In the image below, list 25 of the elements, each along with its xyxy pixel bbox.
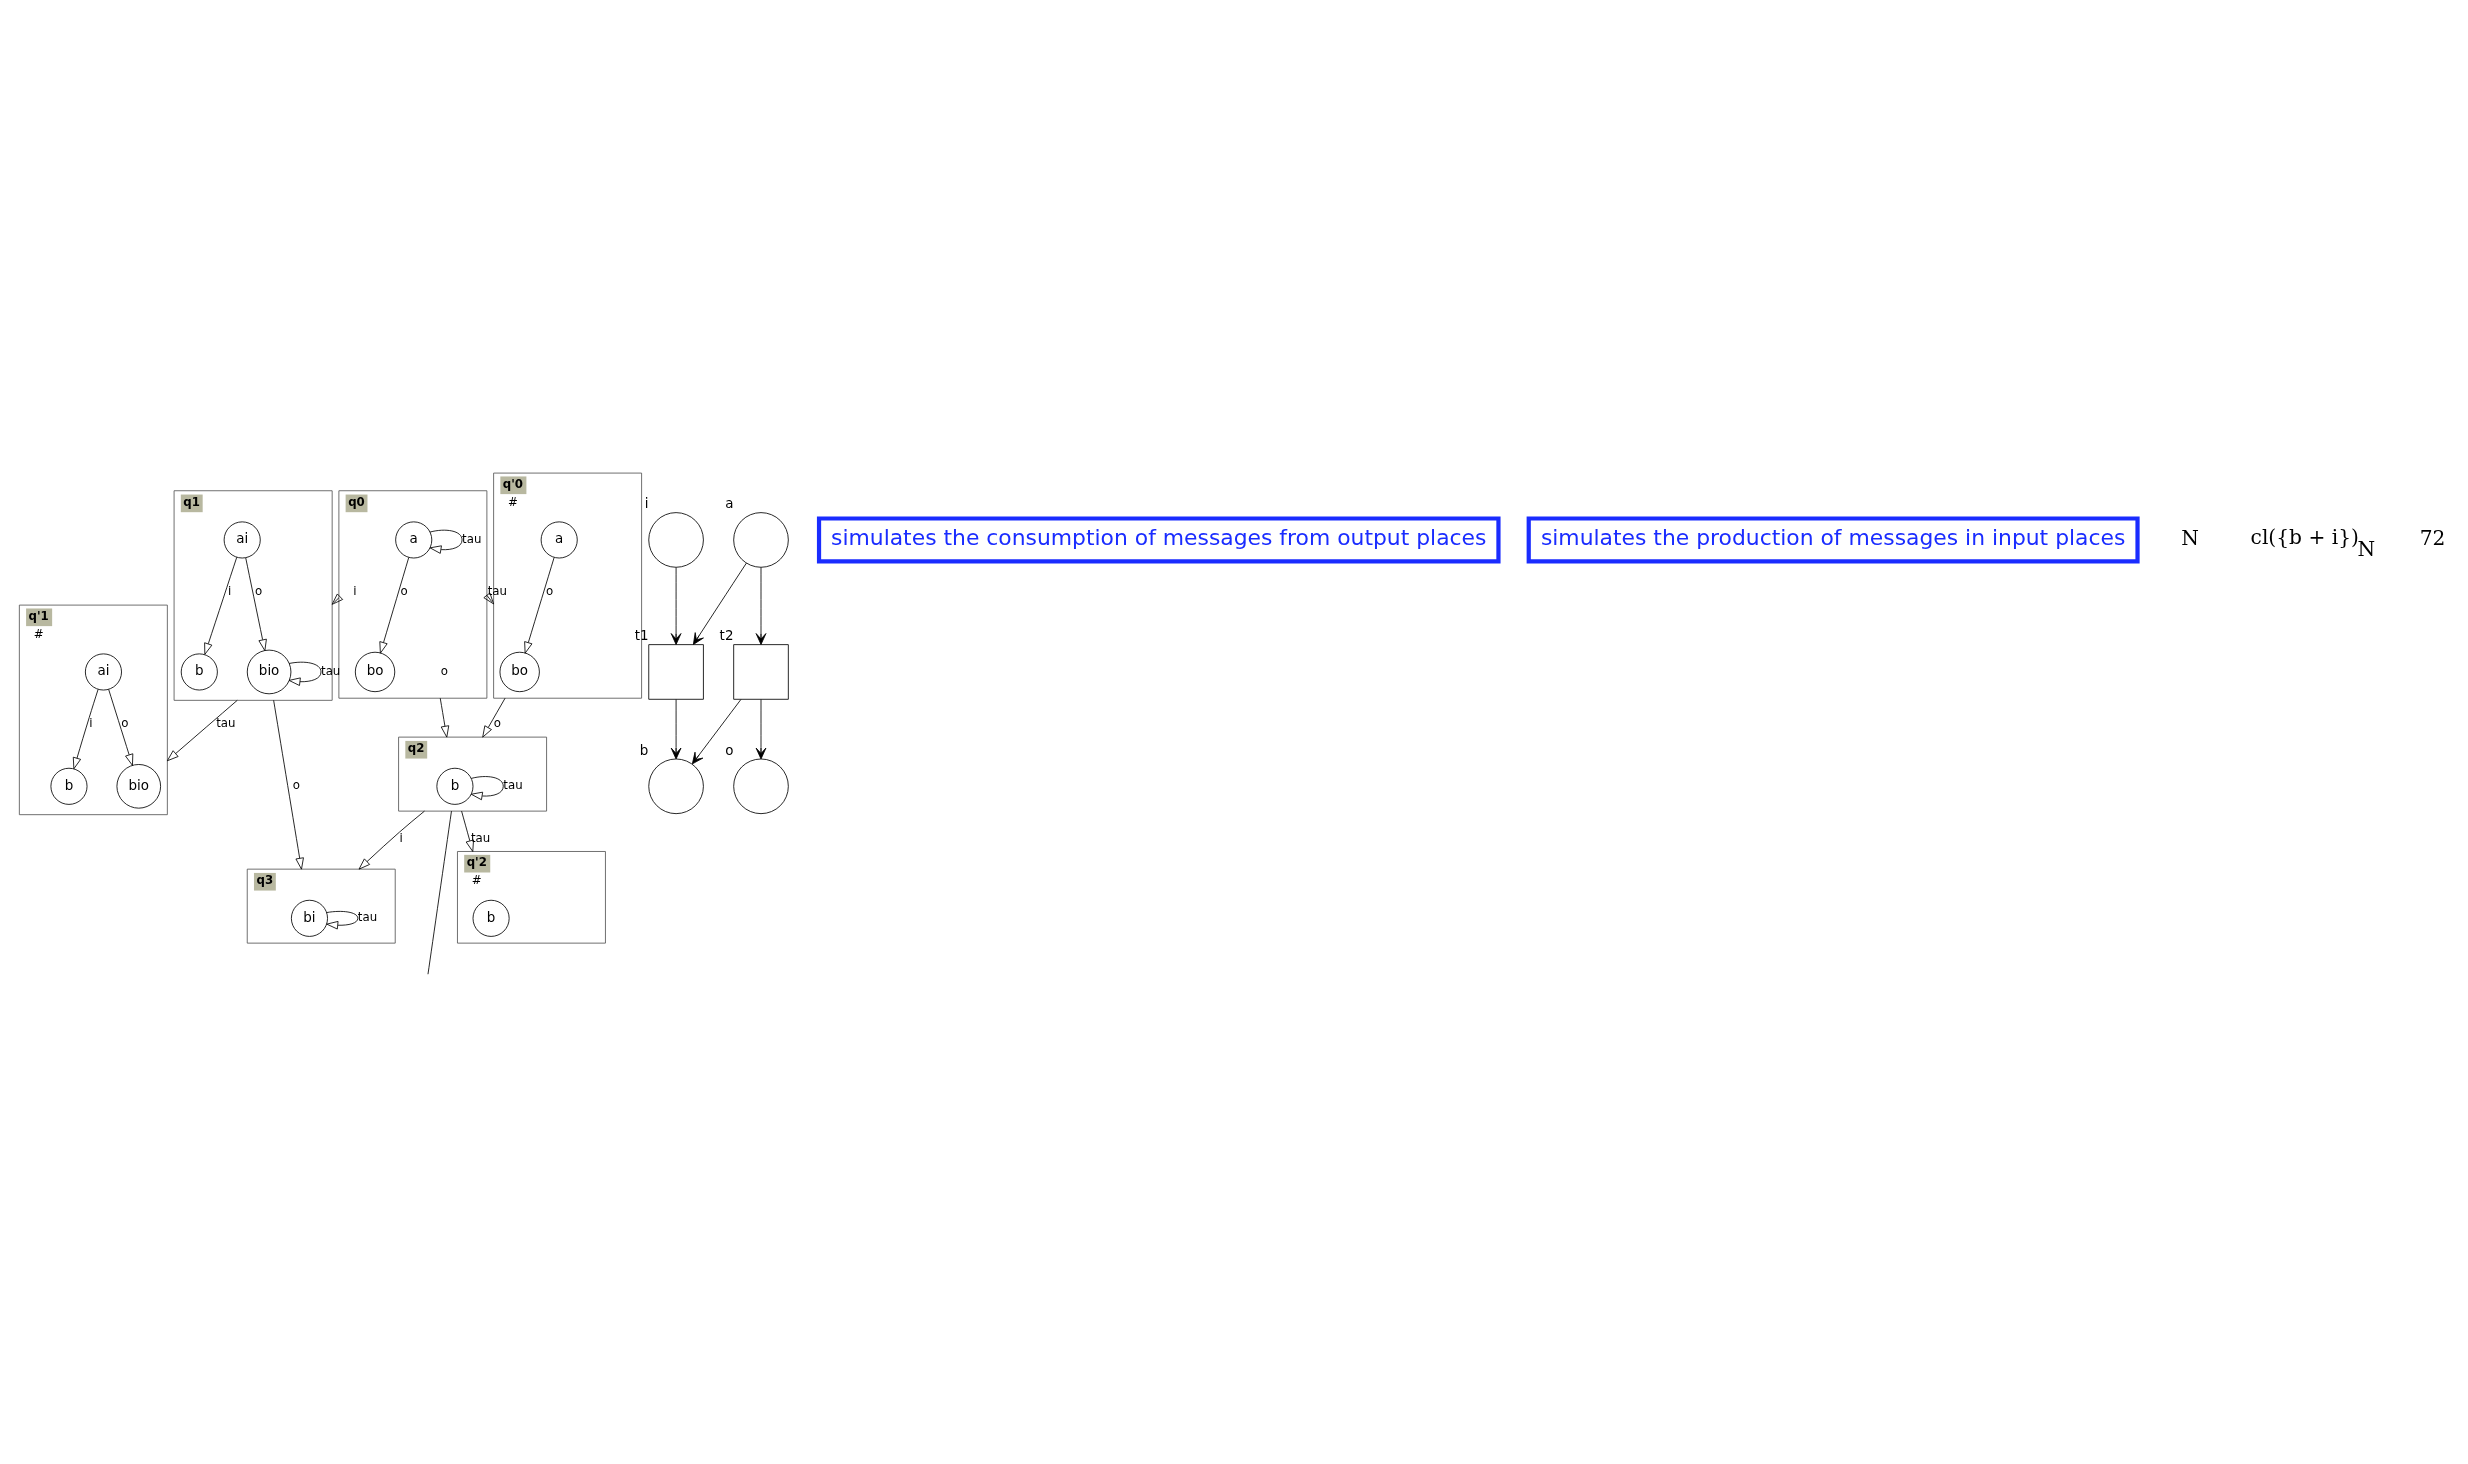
- edge-label: o: [254, 583, 263, 598]
- edge-label: i: [399, 830, 403, 845]
- edge-label: i: [353, 583, 357, 598]
- edge-label: o: [545, 583, 554, 598]
- edge-label: i: [89, 715, 93, 730]
- label: 72: [2419, 525, 2446, 550]
- edge-label: tau: [470, 830, 491, 845]
- edge-label: o: [121, 715, 129, 730]
- node-label: t2: [719, 627, 734, 643]
- edge-label: tau: [487, 583, 508, 598]
- node-label: o: [725, 742, 734, 758]
- edge-label: tau: [503, 777, 523, 792]
- edge-label: tau: [357, 909, 378, 924]
- node-label: i: [644, 495, 649, 511]
- edge-label: tau: [462, 531, 482, 546]
- node-label: b: [639, 742, 649, 758]
- node-label: a: [725, 495, 734, 511]
- edge-label: o: [292, 777, 301, 792]
- edge-label: i: [227, 583, 232, 598]
- edge-label: o: [440, 663, 449, 678]
- edge-label: tau: [216, 715, 236, 730]
- label: N: [2181, 525, 2199, 550]
- edge-label: o: [400, 583, 408, 598]
- node-label: t1: [634, 627, 649, 643]
- edge-label: o: [493, 715, 501, 730]
